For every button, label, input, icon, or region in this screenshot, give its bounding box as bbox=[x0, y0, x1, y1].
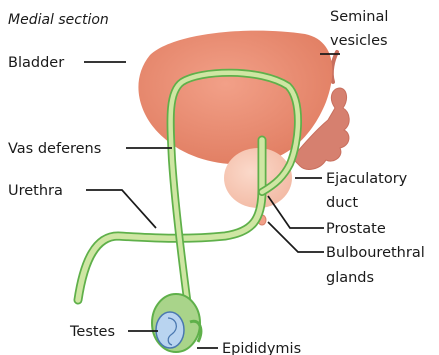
prostate-label: Prostate bbox=[326, 221, 386, 237]
bulbourethral-label-line2: glands bbox=[326, 270, 374, 286]
vas-deferens-label: Vas deferens bbox=[8, 141, 101, 157]
section-caption: Medial section bbox=[8, 12, 109, 28]
testis-group bbox=[152, 294, 201, 352]
testes-label: Testes bbox=[69, 324, 115, 340]
bulbourethral-label-line1: Bulbourethral bbox=[326, 245, 425, 261]
urethra-leader bbox=[86, 190, 156, 228]
ejaculatory-duct-label-line1: Ejaculatory bbox=[326, 171, 408, 187]
ejaculatory-duct-label-line2: duct bbox=[326, 195, 358, 211]
urethra-label: Urethra bbox=[8, 183, 63, 199]
epididymis-label: Epididymis bbox=[222, 341, 301, 355]
bladder-label: Bladder bbox=[8, 55, 64, 71]
seminal-vesicles-label-line1: Seminal bbox=[330, 9, 388, 25]
seminal-vesicles-label-line2: vesicles bbox=[330, 33, 388, 49]
bulbourethral-leader bbox=[268, 222, 324, 252]
testis-shape bbox=[156, 312, 184, 348]
